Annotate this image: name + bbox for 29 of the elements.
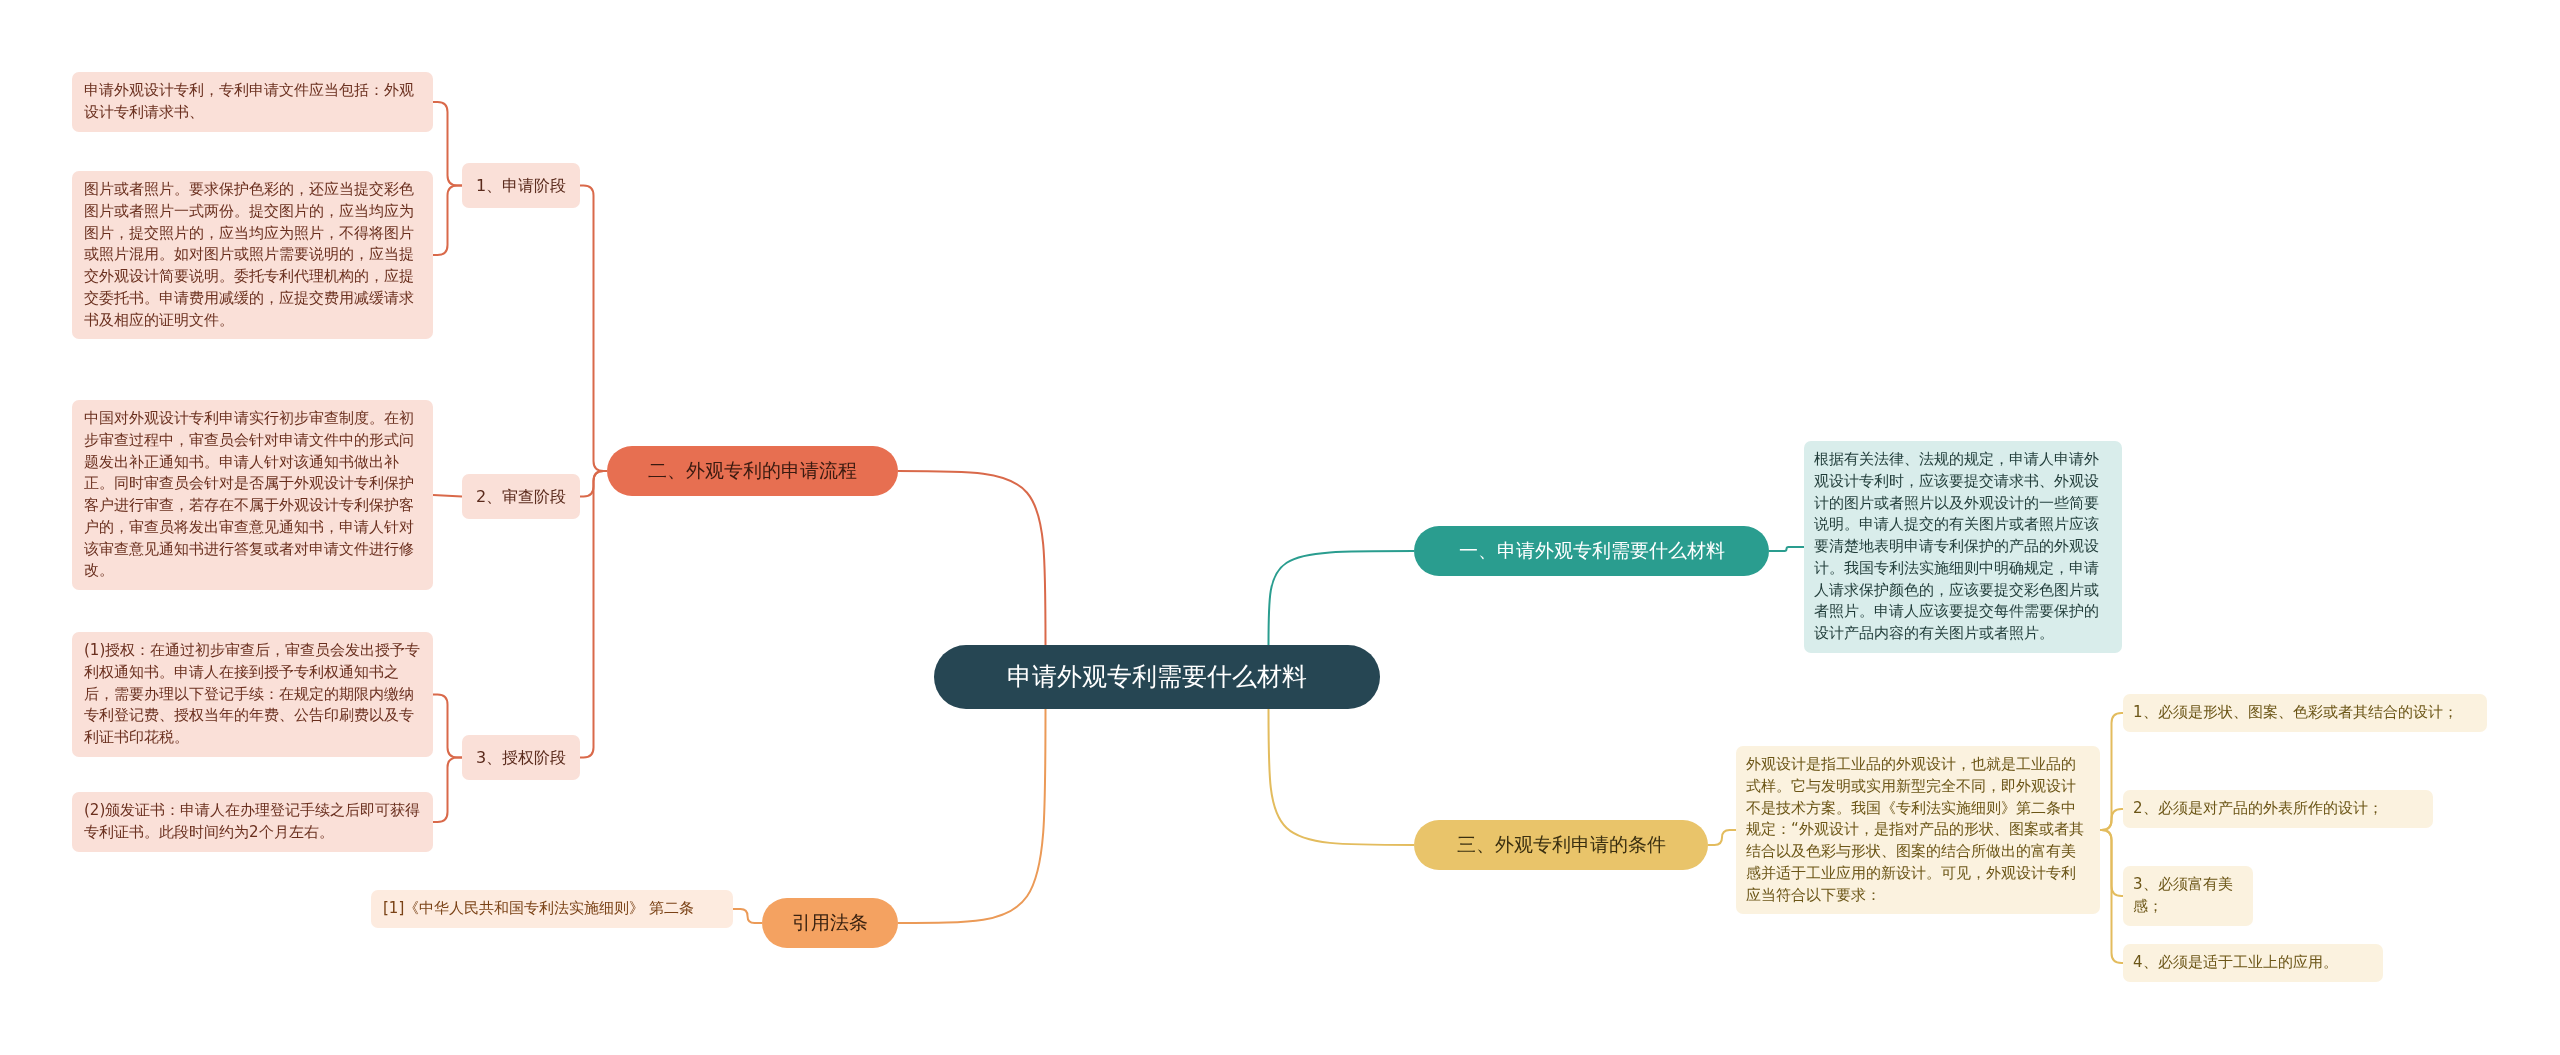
subtopic: 2、审查阶段 (462, 474, 580, 520)
connector-line (432, 494, 463, 498)
text-note: 根据有关法律、法规的规定，申请人申请外观设计专利时，应该要提交请求书、外观设计的图片或者照片以及外观设计的一些简要说明。申请人提交的有关图片或者照片应该要清楚地表明申请专利保护的产品的外观设计。我国专利法实施细则中明确规定，申请人请求保护颜色的，应该要提交彩色图片或者照片。申请人应该要提交每件需要保护的设计产品内容的有关图片或者照片。 (1804, 441, 2122, 653)
text-note: 1、必须是形状、图案、色彩或者其结合的设计； (2123, 694, 2487, 732)
connector-line (2099, 829, 2124, 964)
text-note: 中国对外观设计专利申请实行初步审查制度。在初步审查过程中，审查员会针对申请文件中的形式问题发出补正通知书。申请人针对该通知书做出补正。同时审查员会针对是否属于外观设计专利保护客户进行审查，若存在不属于外观设计专利保护客户的，审查员将发出审查意见通知书，申请人针对该审查意见通知书进行答复或者对申请文件进行修改。 (72, 400, 433, 590)
central-topic: 申请外观专利需要什么材料 (934, 645, 1380, 710)
text-note: (2)颁发证书：申请人在办理登记手续之后即可获得专利证书。此段时间约为2个月左右。 (72, 792, 433, 852)
connector-line (897, 708, 1047, 924)
text-note: 3、必须富有美感； (2123, 866, 2253, 926)
text-note: 申请外观设计专利，专利申请文件应当包括：外观设计专利请求书、 (72, 72, 433, 132)
connector-line (1707, 829, 1737, 846)
branch-topic: 二、外观专利的申请流程 (607, 446, 898, 496)
connector-line (897, 470, 1047, 646)
connector-line (1768, 546, 1805, 552)
text-note: 外观设计是指工业品的外观设计，也就是工业品的式样。它与发明或实用新型完全不同，即外观设计不是技术方案。我国《专利法实施细则》第二条中规定：“外观设计，是指对产品的形状、图案或者其结合以及色彩与形状、图案的结合所做出的富有美感并适于工业应用的新设计。可见，外观设计专利应当符合以下要求： (1736, 746, 2100, 915)
text-note: 2、必须是对产品的外表所作的设计； (2123, 790, 2433, 828)
text-note: 图片或者照片。要求保护色彩的，还应当提交彩色图片或者照片一式两份。提交图片的，应当均应为图片，提交照片的，应当均应为照片，不得将图片或照片混用。如对图片或照片需要说明的，应当提交外观设计简要说明。委托专利代理机构的，应提交委托书。申请费用减缓的，应提交费用减缓请求书及相应的证明文件。 (72, 171, 433, 340)
branch-topic: 三、外观专利申请的条件 (1414, 820, 1708, 870)
connector-line (1267, 550, 1415, 646)
branch-topic: 引用法条 (762, 898, 898, 948)
connector-line (732, 908, 763, 924)
connector-line (1267, 708, 1415, 846)
branch-topic: 一、申请外观专利需要什么材料 (1414, 526, 1769, 576)
text-note: (1)授权：在通过初步审查后，审查员会发出授予专利权通知书。申请人在接到授予专利权通知书之后，需要办理以下登记手续：在规定的期限内缴纳专利登记费、授权当年的年费、公告印刷费以及专利证书印花税。 (72, 632, 433, 757)
subtopic: 3、授权阶段 (462, 735, 580, 781)
text-note: 4、必须是适于工业上的应用。 (2123, 944, 2383, 982)
subtopic: 1、申请阶段 (462, 163, 580, 209)
text-note: [1]《中华人民共和国专利法实施细则》 第二条 (371, 890, 733, 928)
